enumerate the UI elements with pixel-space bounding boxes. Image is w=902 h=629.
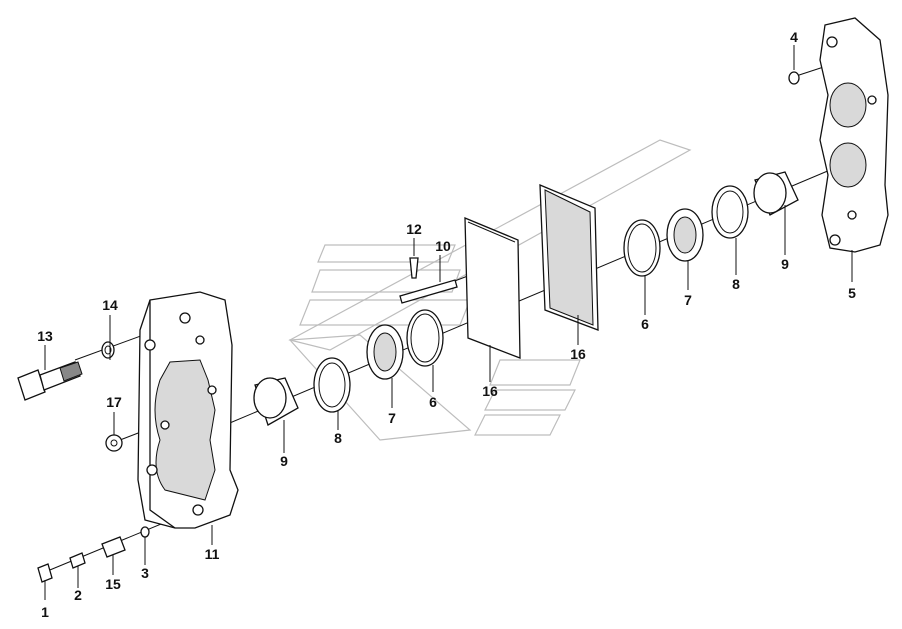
bleeder-cap (37, 563, 53, 583)
bleeder-screw (69, 552, 86, 569)
caliper-half-left (137, 291, 239, 529)
seal-ring-6-right (623, 219, 661, 277)
callout-14: 14 (102, 297, 118, 313)
seal-ring-8-left (313, 357, 351, 413)
piston-right (753, 171, 799, 216)
callout-1: 1 (41, 604, 49, 620)
caliper-half-right (819, 17, 889, 253)
seal-washer-3 (140, 526, 150, 538)
callout-7-right: 7 (684, 292, 692, 308)
callout-11: 11 (205, 546, 220, 562)
callout-8-right: 8 (732, 276, 740, 292)
callout-16-left: 16 (482, 383, 498, 399)
callout-6-right: 6 (641, 316, 649, 332)
callout-10: 10 (435, 238, 451, 254)
leader-lines (44, 45, 853, 600)
callout-7-left: 7 (388, 410, 396, 426)
retaining-pin (399, 279, 458, 304)
small-ring-4 (788, 71, 800, 85)
seal-ring-7-left (366, 324, 404, 380)
callout-5: 5 (848, 285, 856, 301)
callout-6-left: 6 (429, 394, 437, 410)
washer-14 (101, 341, 115, 359)
brake-pad-right (539, 184, 599, 331)
washer-17 (105, 434, 123, 452)
callout-4: 4 (790, 29, 798, 45)
callout-17: 17 (106, 394, 122, 410)
callout-2: 2 (74, 587, 82, 603)
callout-labels: 1 2 3 4 5 6 6 7 7 8 8 9 9 10 11 12 13 14… (37, 29, 856, 620)
callout-8-left: 8 (334, 430, 342, 446)
seal-ring-8-right (711, 185, 749, 239)
callout-13: 13 (37, 328, 53, 344)
bleeder-adapter (101, 536, 126, 558)
brake-pad-left (464, 217, 521, 359)
callout-9-left: 9 (280, 453, 288, 469)
callout-15: 15 (105, 576, 121, 592)
callout-9-right: 9 (781, 256, 789, 272)
piston-left (253, 377, 299, 426)
callout-16-right: 16 (570, 346, 586, 362)
seal-ring-6-left (406, 309, 444, 367)
seal-ring-7-right (666, 208, 704, 262)
callout-12: 12 (406, 221, 422, 237)
callout-3: 3 (141, 565, 149, 581)
spring-clip (409, 257, 419, 279)
bolt (17, 361, 83, 401)
